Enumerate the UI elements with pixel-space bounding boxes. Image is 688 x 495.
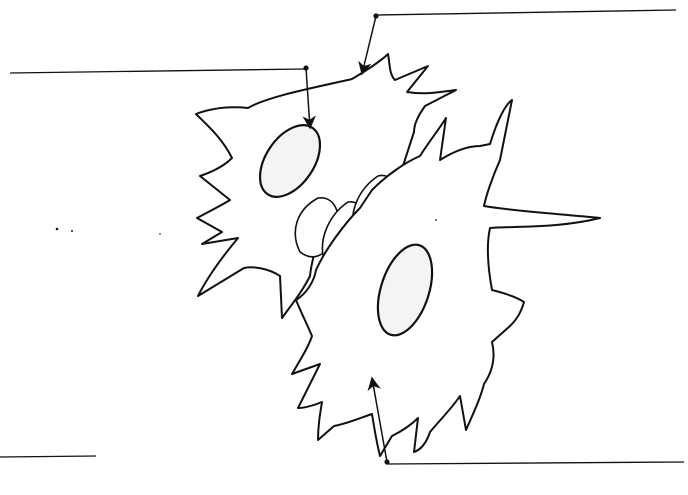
- speck: [56, 228, 59, 231]
- speck: [159, 233, 161, 235]
- speck: [435, 219, 437, 221]
- label-blank-bottom-left[interactable]: [0, 456, 96, 457]
- speck: [71, 230, 73, 232]
- label-blank-top-right[interactable]: [378, 10, 676, 15]
- label-blank-bottom-right[interactable]: [388, 462, 684, 464]
- label-blank-top-left[interactable]: [10, 69, 305, 73]
